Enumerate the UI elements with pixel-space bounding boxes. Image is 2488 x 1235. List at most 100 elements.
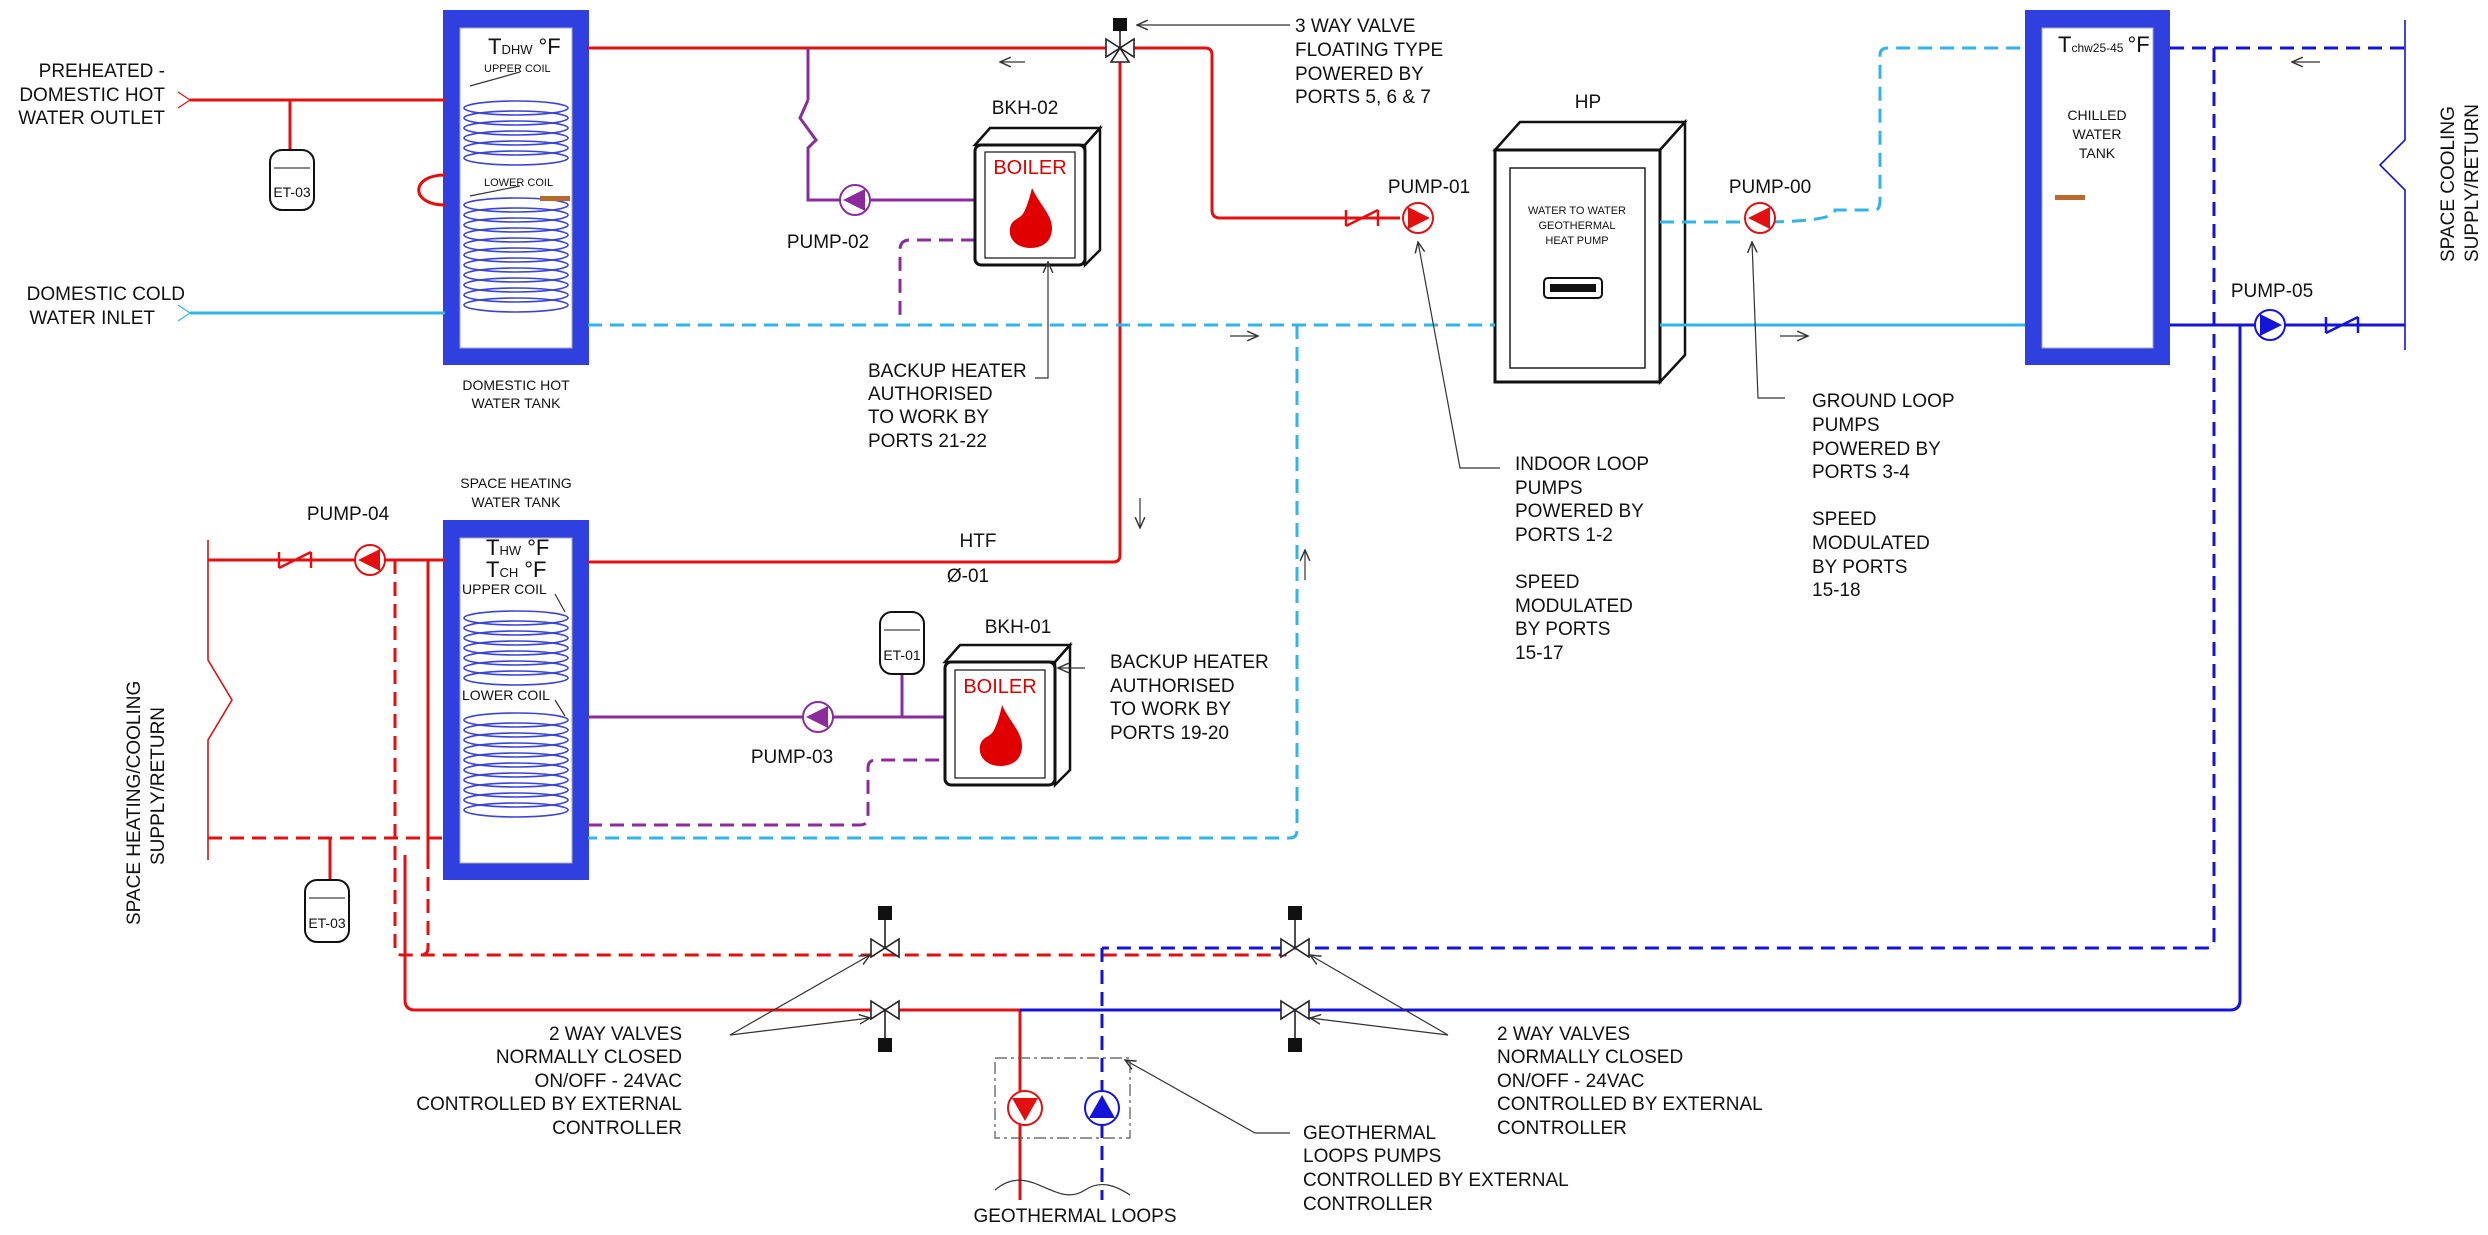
svg-text:WATER OUTLET: WATER OUTLET xyxy=(18,108,165,129)
svg-text:BY PORTS: BY PORTS xyxy=(1515,619,1610,640)
svg-text:INDOOR LOOP: INDOOR LOOP xyxy=(1515,454,1649,475)
two-way-valve-red-solid[interactable] xyxy=(870,1000,900,1052)
sh-zigzag xyxy=(207,540,233,860)
pump-03[interactable] xyxy=(802,701,834,733)
geo-loops-label: GEOTHERMAL LOOPS xyxy=(973,1206,1176,1227)
chilled-return-dashed xyxy=(1102,48,2216,950)
dhw-upper-coil xyxy=(463,100,569,166)
space-cooling-zigzag xyxy=(2378,20,2406,350)
svg-text:2 WAY VALVES: 2 WAY VALVES xyxy=(1497,1024,1630,1045)
pump-04-label: PUMP-04 xyxy=(307,504,390,525)
dhw-temp: TDHW°F xyxy=(488,34,561,59)
cold-inlet-label: DOMESTIC COLD WATER INLET xyxy=(27,284,185,329)
et01-label: ET-01 xyxy=(883,647,921,663)
heat-pump: WATER TO WATER GEOTHERMAL HEAT PUMP HP xyxy=(1492,92,1688,386)
chilled-tank-name: CHILLED xyxy=(2067,107,2126,123)
dhw-coil-loop xyxy=(417,173,446,207)
space-heating-supply-label: SPACE HEATING/COOLING SUPPLY/RETURN xyxy=(124,681,169,925)
svg-text:CONTROLLED BY EXTERNAL: CONTROLLED BY EXTERNAL xyxy=(416,1094,682,1115)
sh-upper-coil-label: UPPER COIL xyxy=(462,581,547,597)
sh-tank-name-2: WATER TANK xyxy=(472,494,562,510)
bkh02-boiler-label: BOILER xyxy=(993,157,1066,179)
dhw-tank-name: DOMESTIC HOT xyxy=(462,377,570,393)
chilled-loop-line xyxy=(1020,325,2242,1012)
geo-pump-blue[interactable] xyxy=(1084,1090,1120,1126)
svg-text:BACKUP HEATER: BACKUP HEATER xyxy=(868,361,1027,382)
hp-unit-label-2: GEOTHERMAL xyxy=(1538,220,1615,232)
pump-05[interactable] xyxy=(2254,309,2286,341)
dhw-lower-coil xyxy=(463,197,569,313)
svg-text:POWERED BY: POWERED BY xyxy=(1812,439,1941,460)
two-way-valve-blue-dashed[interactable] xyxy=(1280,906,1310,958)
preheated-label: PREHEATED - DOMESTIC HOT WATER OUTLET xyxy=(18,61,165,129)
expansion-tank-et03: ET-03 xyxy=(269,149,315,211)
svg-text:POWERED BY: POWERED BY xyxy=(1515,501,1644,522)
sh-return-dashed xyxy=(588,325,1299,840)
svg-text:NORMALLY CLOSED: NORMALLY CLOSED xyxy=(1497,1047,1683,1068)
geo-pumps-label: GEOTHERMAL LOOPS PUMPS CONTROLLED BY EXT… xyxy=(1303,1123,1569,1215)
pipe-size-label: Ø-01 xyxy=(947,566,989,587)
hp-unit-label-3: HEAT PUMP xyxy=(1545,235,1608,247)
svg-text:15-17: 15-17 xyxy=(1515,643,1564,664)
svg-text:DOMESTIC HOT: DOMESTIC HOT xyxy=(19,85,165,106)
two-way-valve-blue-solid[interactable] xyxy=(1280,1000,1310,1052)
bkh01-boiler-label: BOILER xyxy=(963,676,1036,698)
pump-04[interactable] xyxy=(354,544,386,576)
boiler-bkh01: BOILER BKH-01 xyxy=(942,617,1073,789)
et02-label: ET-03 xyxy=(308,915,346,931)
sh-upper-coil xyxy=(463,610,569,686)
expansion-tank-et02: ET-03 xyxy=(304,879,350,943)
svg-text:PORTS 3-4: PORTS 3-4 xyxy=(1812,462,1910,483)
htf-label: HTF xyxy=(960,531,997,552)
svg-text:MODULATED: MODULATED xyxy=(1515,596,1633,617)
svg-text:SPEED: SPEED xyxy=(1812,509,1876,530)
svg-text:PUMPS: PUMPS xyxy=(1515,478,1583,499)
svg-text:CONTROLLED BY EXTERNAL: CONTROLLED BY EXTERNAL xyxy=(1303,1170,1569,1191)
bkh02-return xyxy=(898,238,975,315)
dhw-tank-name-2: WATER TANK xyxy=(472,395,562,411)
pump-02[interactable] xyxy=(839,184,871,216)
svg-text:PORTS 1-2: PORTS 1-2 xyxy=(1515,525,1613,546)
chilled-tank-name-2: WATER xyxy=(2073,126,2122,142)
svg-text:SPACE COOLING: SPACE COOLING xyxy=(2438,106,2459,262)
flame-icon xyxy=(979,705,1022,766)
geo-pump-red[interactable] xyxy=(1007,1090,1043,1126)
svg-text:3 WAY VALVE: 3 WAY VALVE xyxy=(1295,16,1415,37)
dhw-immersion-element xyxy=(540,196,570,201)
pump-00[interactable] xyxy=(1744,202,1776,234)
svg-text:DOMESTIC COLD: DOMESTIC COLD xyxy=(27,284,185,305)
svg-text:SUPPLY/RETURN: SUPPLY/RETURN xyxy=(2462,104,2483,262)
svg-text:PREHEATED -: PREHEATED - xyxy=(39,61,165,82)
indoor-loop-label: INDOOR LOOP PUMPS POWERED BY PORTS 1-2 S… xyxy=(1515,454,1649,664)
htf-line xyxy=(588,48,1122,564)
sh-lower-coil xyxy=(463,712,569,818)
pump-03-label: PUMP-03 xyxy=(751,747,833,768)
space-heating-tank: THW°F TCH°F UPPER COIL LOWER COIL SPACE … xyxy=(443,475,589,880)
svg-text:BACKUP HEATER: BACKUP HEATER xyxy=(1110,652,1269,673)
geo-pump-box xyxy=(994,1057,1131,1139)
svg-text:POWERED BY: POWERED BY xyxy=(1295,64,1424,85)
svg-text:TO WORK BY: TO WORK BY xyxy=(1110,699,1231,720)
sh-lower-coil-label: LOWER COIL xyxy=(462,687,550,703)
svg-text:FLOATING TYPE: FLOATING TYPE xyxy=(1295,40,1443,61)
svg-text:CONTROLLED BY EXTERNAL: CONTROLLED BY EXTERNAL xyxy=(1497,1094,1763,1115)
chilled-tank-name-3: TANK xyxy=(2079,145,2116,161)
two-way-valves-right-label: 2 WAY VALVES NORMALLY CLOSED ON/OFF - 24… xyxy=(1497,1024,1763,1139)
pump-01[interactable] xyxy=(1402,202,1434,234)
svg-text:SUPPLY/RETURN: SUPPLY/RETURN xyxy=(148,707,169,865)
hp-chilled-supply xyxy=(1660,46,2025,224)
pump-02-label: PUMP-02 xyxy=(787,232,869,253)
backup-heater-2-label: BACKUP HEATER AUTHORISED TO WORK BY PORT… xyxy=(1110,652,1269,744)
three-way-valve[interactable] xyxy=(1105,18,1135,63)
svg-text:2 WAY VALVES: 2 WAY VALVES xyxy=(549,1024,682,1045)
svg-text:TO WORK BY: TO WORK BY xyxy=(868,407,989,428)
sh-temp-ch: TCH°F xyxy=(486,557,546,582)
svg-text:CONTROLLER: CONTROLLER xyxy=(1303,1194,1433,1215)
space-cooling-supply-label: SPACE COOLING SUPPLY/RETURN xyxy=(2438,104,2483,262)
pump-00-label: PUMP-00 xyxy=(1729,177,1811,198)
sh-red-dashed-loop xyxy=(393,560,1287,957)
two-way-valve-red-dashed[interactable] xyxy=(870,906,900,958)
svg-text:PUMPS: PUMPS xyxy=(1812,415,1880,436)
hp-supply-hot xyxy=(588,46,1400,220)
